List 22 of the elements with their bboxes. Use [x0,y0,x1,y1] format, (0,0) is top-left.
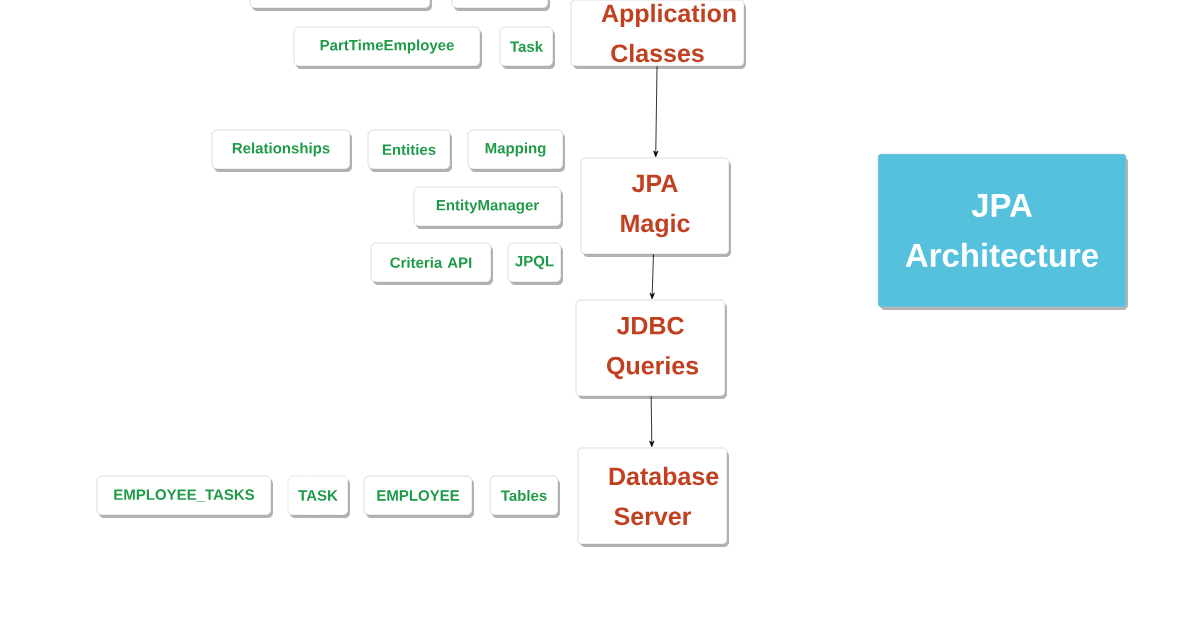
arrow [649,253,655,300]
process-box: Database Server [577,447,729,547]
tag-box [451,0,550,11]
tag-box: JPQL [507,242,563,285]
tag-box: Task [499,26,555,69]
title-box: JPA Architecture [877,153,1128,310]
tag-box: PartTimeEmployee [293,26,482,69]
tag-box: TASK [287,475,350,518]
process-box: JPA Magic [580,157,731,257]
tag-box: Entities [367,129,452,172]
arrow [649,395,655,448]
tag-box: Relationships [211,129,352,172]
tag-box: EMPLOYEE_TASKS [96,475,273,518]
tag-box: Criteria API [370,242,493,285]
arrow [653,65,659,158]
tag-box: EntityManager [413,186,563,229]
tag-box: Mapping [467,129,565,172]
tag-box: EMPLOYEE [363,475,474,518]
tag-box [249,0,432,11]
process-box: Application Classes [570,0,746,69]
process-box: JDBC Queries [575,299,727,399]
tag-box: Tables [489,475,560,518]
